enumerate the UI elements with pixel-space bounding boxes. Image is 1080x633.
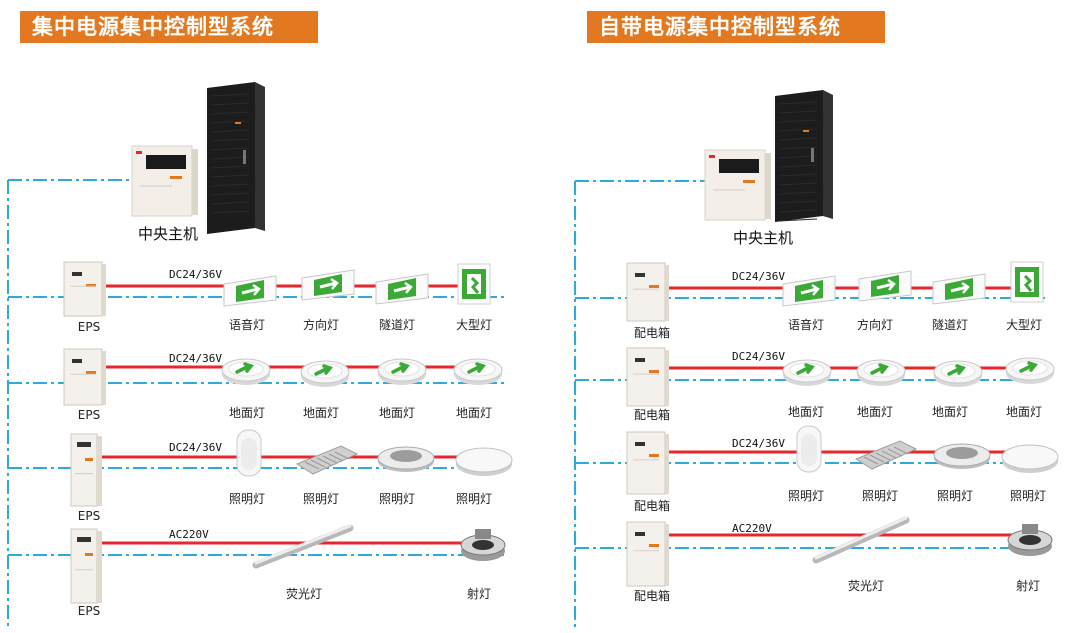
left-central-host-panel xyxy=(131,145,198,217)
left-row2-device3-label: 地面灯 xyxy=(378,406,416,420)
left-row3-device3-label: 照明灯 xyxy=(378,492,416,506)
right-row2-distribution-box xyxy=(626,347,669,407)
left-row2-floor-light-3 xyxy=(377,358,427,385)
left-row1-device3-label: 隧道灯 xyxy=(378,318,416,332)
left-row4-fluorescent-tube xyxy=(252,524,354,569)
right-row3-device4-label: 照明灯 xyxy=(1009,489,1047,503)
left-row2-device2-label: 地面灯 xyxy=(302,406,340,420)
left-row3-voltage: DC24/36V xyxy=(169,441,222,454)
right-row2-device2-label: 地面灯 xyxy=(856,405,894,419)
right-central-host-panel xyxy=(704,149,771,221)
left-row2-floor-light-1 xyxy=(221,358,271,385)
right-row1-device4-label: 大型灯 xyxy=(1005,318,1043,332)
right-row1-source-label: 配电箱 xyxy=(633,326,671,340)
left-row3-eps-cabinet xyxy=(70,433,102,507)
left-row3-device1-label: 照明灯 xyxy=(228,492,266,506)
left-row1-device1-label: 语音灯 xyxy=(228,318,266,332)
left-section-title: 集中电源集中控制型系统 xyxy=(20,11,318,43)
left-row3-device4-label: 照明灯 xyxy=(455,492,493,506)
right-row3-device2-label: 照明灯 xyxy=(861,489,899,503)
left-row2-device4-label: 地面灯 xyxy=(455,406,493,420)
right-row3-capsule-light xyxy=(796,425,822,473)
right-server-cabinet xyxy=(775,90,833,222)
right-row2-voltage: DC24/36V xyxy=(732,350,785,363)
right-row1-device2-label: 方向灯 xyxy=(856,318,894,332)
right-row2-source-label: 配电箱 xyxy=(633,408,671,422)
left-row2-floor-light-2 xyxy=(300,360,350,387)
left-row1-voice-sign xyxy=(223,275,277,307)
right-row1-large-sign xyxy=(1010,261,1044,303)
right-row2-floor-light-3 xyxy=(933,360,983,387)
right-row4-fluorescent-tube xyxy=(812,516,910,564)
left-row4-voltage: AC220V xyxy=(169,528,209,541)
right-row2-floor-light-2 xyxy=(856,359,906,386)
right-row3-device3-label: 照明灯 xyxy=(936,489,974,503)
left-row4-source-label: EPS xyxy=(77,604,101,618)
right-row2-device1-label: 地面灯 xyxy=(787,405,825,419)
left-row1-eps-box xyxy=(63,261,106,317)
right-row1-voice-sign xyxy=(782,275,836,307)
right-row1-direction-sign xyxy=(858,270,912,302)
right-section-title: 自带电源集中控制型系统 xyxy=(587,11,885,43)
right-row1-tunnel-sign xyxy=(932,273,986,305)
left-row4-device1-label: 荧光灯 xyxy=(285,587,323,601)
right-row2-device3-label: 地面灯 xyxy=(931,405,969,419)
right-row2-device4-label: 地面灯 xyxy=(1005,405,1043,419)
left-row3-capsule-light xyxy=(236,429,262,477)
right-row3-voltage: DC24/36V xyxy=(732,437,785,450)
left-row3-panel-light xyxy=(295,445,359,475)
left-row2-eps-box xyxy=(63,348,106,406)
left-row1-device2-label: 方向灯 xyxy=(302,318,340,332)
left-row2-source-label: EPS xyxy=(77,408,101,422)
right-row3-down-light xyxy=(933,443,991,469)
right-row4-device1-label: 荧光灯 xyxy=(847,579,885,593)
right-row2-floor-light-4 xyxy=(1005,357,1055,384)
left-row4-spot-light xyxy=(460,529,506,561)
right-row4-voltage: AC220V xyxy=(732,522,772,535)
right-row2-floor-light-1 xyxy=(782,359,832,386)
right-row4-source-label: 配电箱 xyxy=(633,589,671,603)
left-server-cabinet xyxy=(207,82,265,234)
left-row1-direction-sign xyxy=(301,269,355,301)
left-row4-eps-cabinet xyxy=(70,528,102,604)
left-row3-ring-light xyxy=(455,447,513,476)
left-row1-voltage: DC24/36V xyxy=(169,268,222,281)
left-row1-tunnel-sign xyxy=(375,273,429,305)
left-row4-device2-label: 射灯 xyxy=(466,587,492,601)
right-row4-distribution-box xyxy=(626,521,669,587)
left-row1-large-sign xyxy=(457,263,491,305)
right-row3-ring-light xyxy=(1001,444,1059,473)
right-row1-device3-label: 隧道灯 xyxy=(931,318,969,332)
right-row4-spot-light xyxy=(1007,524,1053,556)
right-row3-panel-light xyxy=(854,440,918,470)
right-row3-source-label: 配电箱 xyxy=(633,499,671,513)
left-central-host-label: 中央主机 xyxy=(137,225,199,243)
right-row1-distribution-box xyxy=(626,262,669,322)
left-row2-device1-label: 地面灯 xyxy=(228,406,266,420)
right-central-host-label: 中央主机 xyxy=(732,229,794,247)
left-row3-device2-label: 照明灯 xyxy=(302,492,340,506)
left-row1-device4-label: 大型灯 xyxy=(455,318,493,332)
right-row3-device1-label: 照明灯 xyxy=(787,489,825,503)
left-row3-source-label: EPS xyxy=(77,509,101,523)
right-row1-device1-label: 语音灯 xyxy=(787,318,825,332)
left-row2-floor-light-4 xyxy=(453,358,503,385)
left-row1-source-label: EPS xyxy=(77,320,101,334)
right-row4-device2-label: 射灯 xyxy=(1015,579,1041,593)
right-row1-voltage: DC24/36V xyxy=(732,270,785,283)
right-row3-distribution-box xyxy=(626,431,669,495)
left-row3-down-light xyxy=(377,446,435,472)
left-row2-voltage: DC24/36V xyxy=(169,352,222,365)
